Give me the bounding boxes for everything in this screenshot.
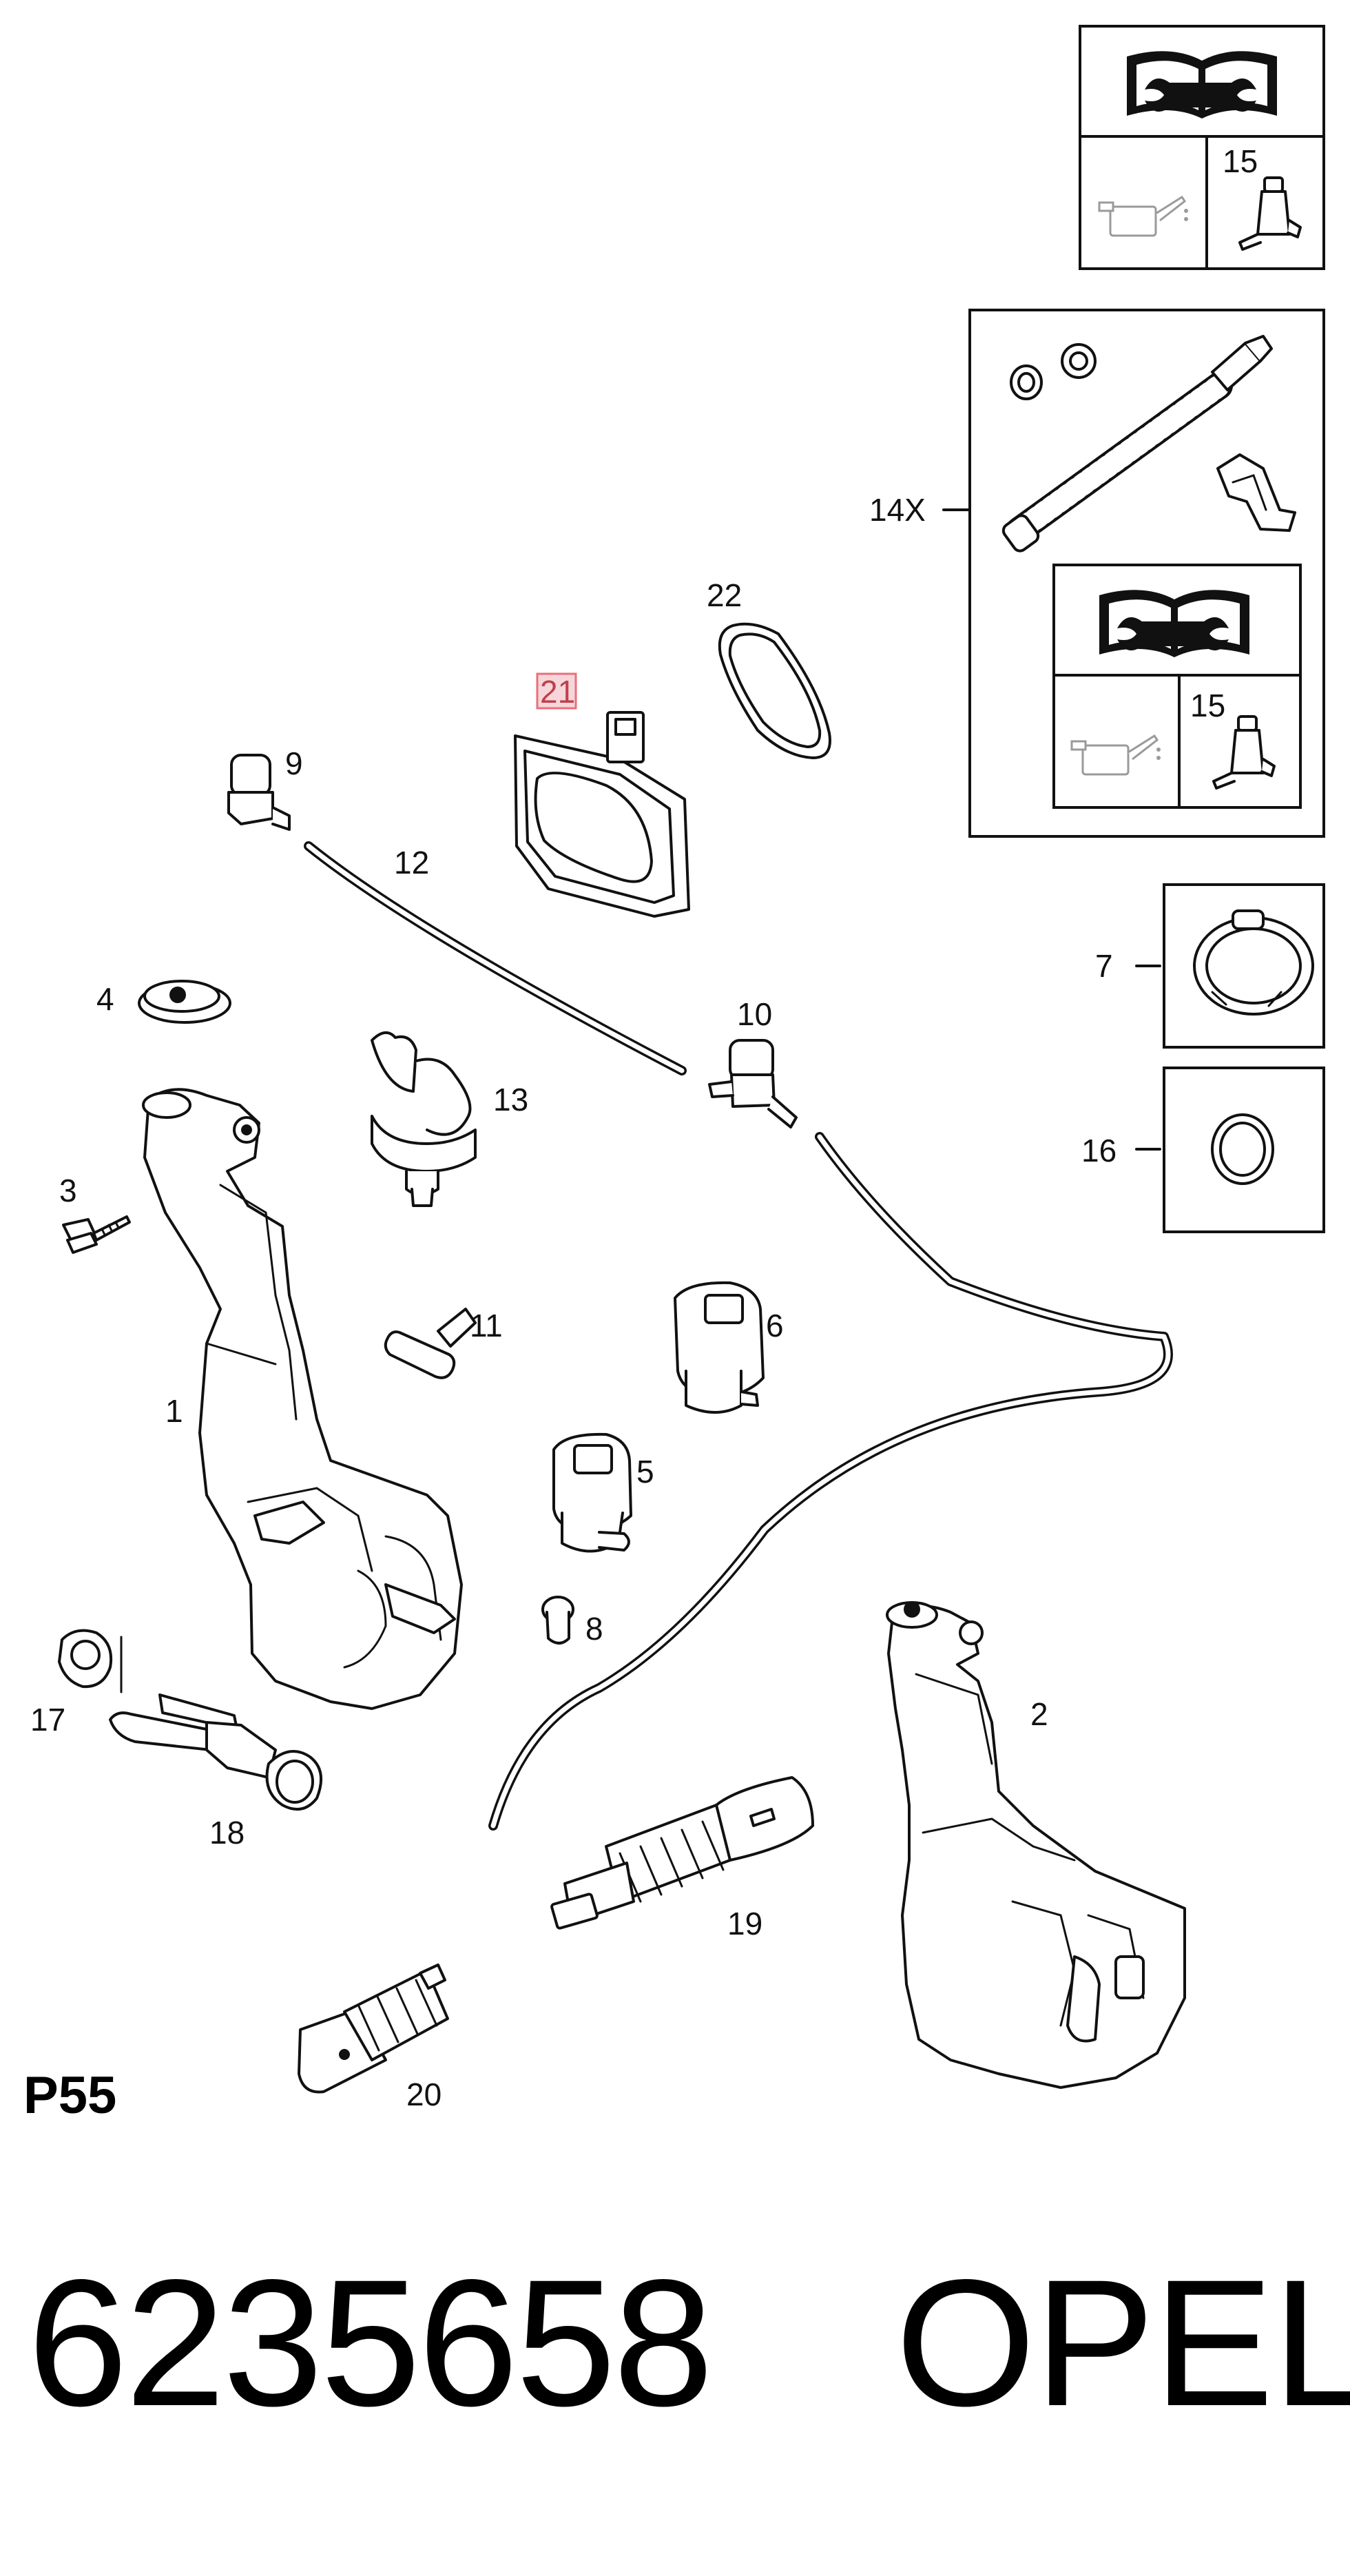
callout-19: 19: [727, 1906, 762, 1941]
part-2-reservoir: 2: [886, 1601, 1186, 2089]
callout-21-highlight: [536, 672, 577, 710]
manual-wrench-icon: [1127, 51, 1277, 119]
part-19-wiper-switch: 19: [550, 1776, 814, 1941]
callout-10: 10: [737, 996, 772, 1032]
part-17-grommet: 17: [30, 1629, 123, 1738]
callout-11: 11: [470, 1308, 503, 1343]
part-10-t-connector: 10: [708, 996, 798, 1129]
brand-name: OPEL: [895, 2242, 1350, 2444]
oil-can-icon: [1098, 195, 1188, 237]
callout-7: 7: [1095, 948, 1113, 984]
part-9-nozzle: 9: [227, 745, 303, 831]
part-number: 6235658: [28, 2242, 714, 2444]
callout-12: 12: [394, 845, 429, 880]
callout-18: 18: [209, 1815, 245, 1851]
hose-main: [488, 1132, 1173, 1831]
part-13-clip: 13: [371, 1031, 528, 1207]
part-3-screw: 3: [59, 1173, 131, 1254]
hose-12: 12: [304, 841, 687, 1075]
part-21-sensor: 21: [514, 672, 690, 918]
service-info-box-top: 15: [1079, 25, 1325, 270]
part-18-level-sensor: 18: [109, 1693, 322, 1851]
callout-16: 16: [1081, 1133, 1117, 1168]
callout-3: 3: [59, 1173, 77, 1208]
callout-13: 13: [493, 1082, 528, 1117]
callout-1: 1: [165, 1393, 183, 1429]
callout-6: 6: [766, 1308, 784, 1343]
part-1-reservoir: 1: [142, 1088, 463, 1710]
callout-15-top: 15: [1223, 143, 1258, 179]
callout-14x: 14X: [869, 492, 926, 528]
part-5-pump: 5: [552, 1432, 654, 1553]
part-8-grommet: 8: [541, 1596, 603, 1647]
part-6-pump: 6: [674, 1281, 784, 1414]
part-4-cap: 4: [96, 980, 231, 1024]
callout-4: 4: [96, 981, 114, 1017]
oil-can-icon: [1070, 734, 1161, 776]
callout-5: 5: [636, 1454, 654, 1490]
part-22-gasket: 22: [707, 577, 831, 759]
callout-17: 17: [30, 1702, 65, 1738]
box-16: 16: [1081, 1067, 1325, 1233]
callout-8: 8: [585, 1611, 603, 1647]
page-code: P55: [23, 2066, 117, 2125]
glue-tube-icon: [1238, 176, 1302, 251]
callout-22: 22: [707, 577, 742, 613]
callout-9: 9: [285, 745, 303, 781]
callout-15-kit: 15: [1190, 688, 1225, 723]
part-20-washer-switch: 20: [298, 1964, 449, 2112]
manual-wrench-icon: [1099, 590, 1249, 657]
box-7: 7: [1095, 883, 1325, 1049]
callout-21: 21: [540, 674, 575, 710]
callout-2: 2: [1030, 1696, 1048, 1732]
callout-20: 20: [406, 2077, 442, 2112]
glue-tube-icon: [1212, 715, 1276, 790]
kit-box-14x: 14X: [869, 309, 1325, 838]
part-11-elbow: 11: [384, 1308, 503, 1379]
